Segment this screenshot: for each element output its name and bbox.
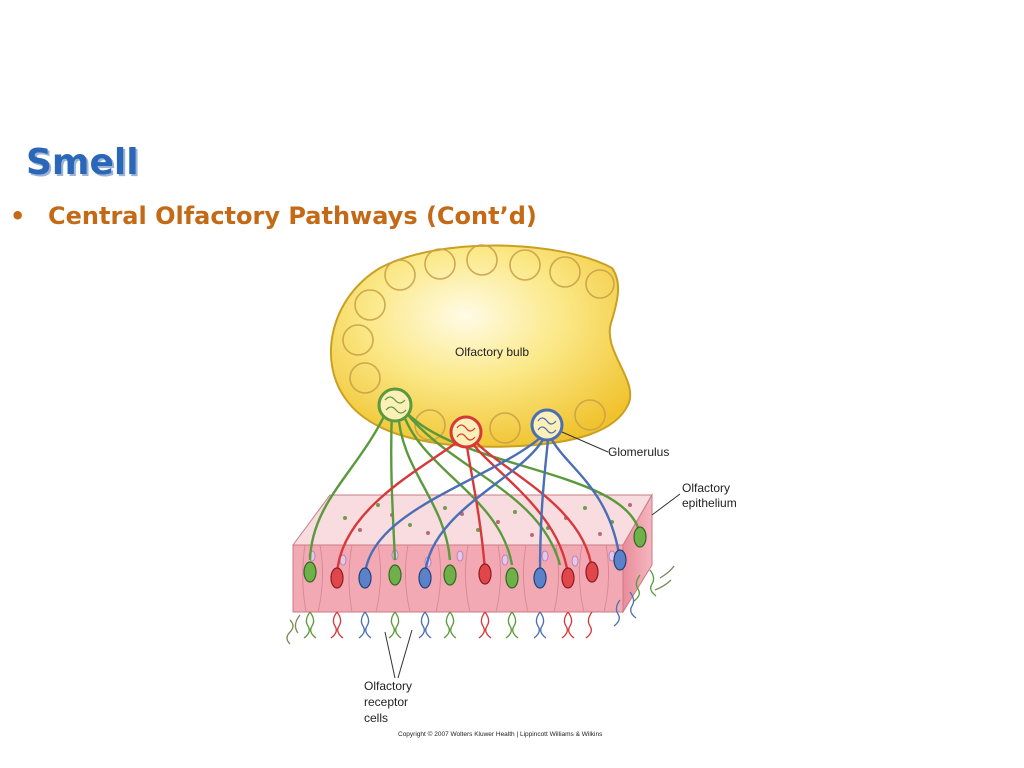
green-receptor-cells [303, 526, 647, 589]
blue-receptor-cells [358, 549, 627, 589]
olfactory-epithelium [292, 493, 653, 614]
pointer-lines [384, 431, 681, 679]
glomerulus-blue [530, 408, 564, 442]
copyright-note: Copyright © 2007 Wolters Kluwer Health |… [398, 730, 603, 738]
receptor-label-line1: Olfactory [364, 679, 412, 693]
receptor-label-line2: receptor [364, 695, 408, 709]
glomeruli [377, 387, 564, 449]
green-axons [308, 407, 642, 566]
bullet-item: • Central Olfactory Pathways (Cont’d) [10, 202, 537, 230]
glomerulus-green [377, 387, 413, 423]
glomerulus-red [449, 415, 483, 449]
bullet-glyph: • [10, 202, 26, 230]
slide-title: Smell [26, 142, 139, 183]
bulb-label: Olfactory bulb [455, 345, 529, 359]
olfactory-bulb: Olfactory bulb [330, 244, 632, 448]
receptor-cells [303, 526, 647, 589]
epithelium-label-line1: Olfactory [682, 481, 730, 495]
cilia [286, 565, 675, 645]
receptor-label-line3: cells [364, 711, 388, 725]
epithelium-label-line2: epithelium [682, 496, 737, 510]
glomerulus-label: Glomerulus [608, 445, 669, 459]
red-axons [335, 439, 594, 576]
blue-axons [363, 437, 622, 576]
bullet-text: Central Olfactory Pathways (Cont’d) [48, 202, 537, 230]
axon-bundles [308, 407, 642, 576]
red-receptor-cells [330, 561, 599, 589]
